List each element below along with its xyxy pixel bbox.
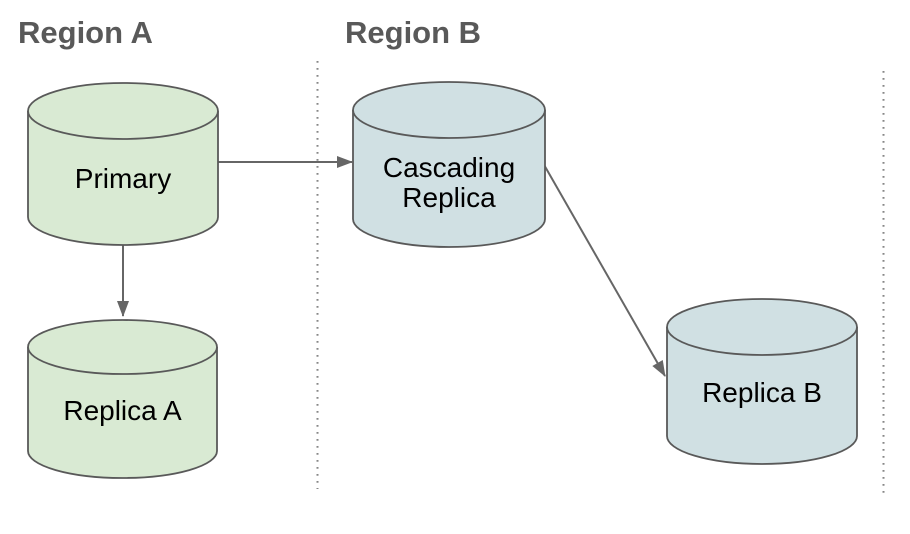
primary-cylinder-top <box>27 82 219 140</box>
cascading-replica-label-line1: Cascading <box>383 152 515 183</box>
node-cascading-replica: Cascading Replica <box>352 81 546 248</box>
region-a-title: Region A <box>18 15 153 50</box>
replica-a-cylinder-top <box>27 319 218 375</box>
node-replica-b: Replica B <box>666 298 858 465</box>
replica-a-cylinder-body <box>27 347 218 479</box>
primary-cylinder-body <box>27 111 219 246</box>
node-replica-a: Replica A <box>27 319 218 479</box>
replica-b-cylinder-top <box>666 298 858 356</box>
cascading-replica-cylinder-body <box>352 110 546 248</box>
primary-label: Primary <box>75 163 171 194</box>
region-b-title: Region B <box>345 15 481 50</box>
cascading-replica-label-line2: Replica <box>402 182 496 213</box>
replica-a-label: Replica A <box>63 395 182 426</box>
replica-b-cylinder-body <box>666 327 858 465</box>
cascading-replica-cylinder-top <box>352 81 546 139</box>
edge-cascading-replica-to-replica-b-arrow <box>542 162 666 377</box>
node-primary: Primary <box>27 82 219 246</box>
replica-b-label: Replica B <box>702 377 822 408</box>
